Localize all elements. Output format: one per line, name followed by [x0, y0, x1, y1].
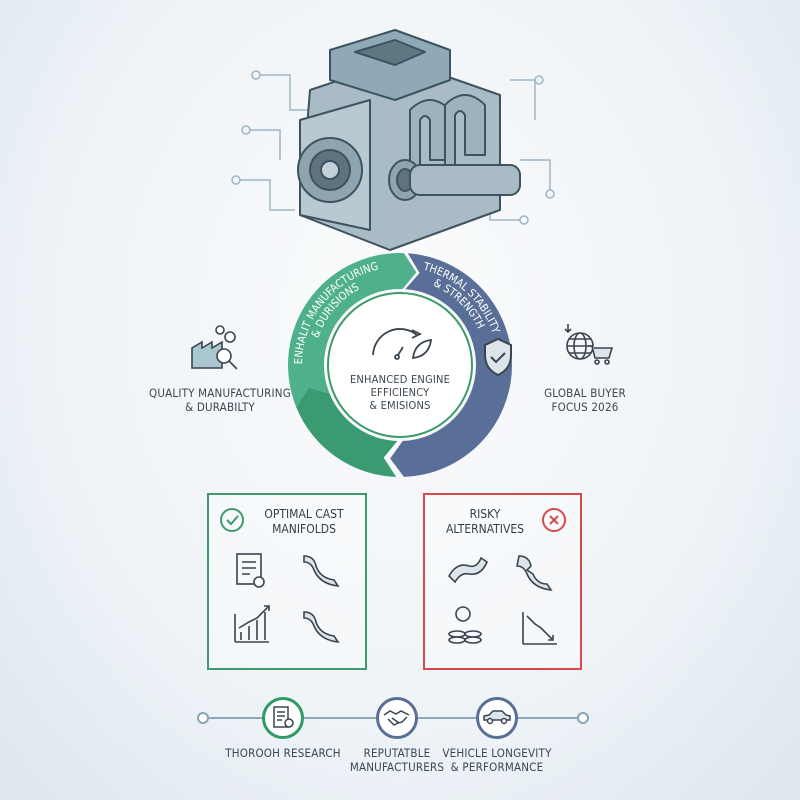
timeline-label-manufacturers: REPUTATBLE MANUFACTURERS [337, 746, 457, 774]
global-buyer-label: GLOBAL BUYER FOCUS 2026 [520, 386, 650, 414]
timeline-end-dot [577, 712, 589, 724]
handshake-icon [383, 710, 410, 726]
left-label-line-2: & DURABILTY [185, 400, 255, 414]
risky-title-line-2: ALTERNATIVES [445, 522, 524, 536]
coins-icon [448, 606, 482, 644]
risky-title-line-1: RISKY [469, 507, 501, 521]
ring-center-label: ENHANCED ENGINE EFFICIENCY & EMISIONS [330, 373, 470, 412]
check-circle-icon [220, 508, 244, 532]
cycle-ring: ENHALIT MANUFACTURING & DURISIONS THERMA… [288, 253, 513, 477]
x-circle-icon [542, 508, 566, 532]
engine-manifold-illustration [231, 29, 555, 251]
manifold-pipe-icon [303, 555, 340, 587]
optimal-cast-manifolds-panel: OPTIMAL CAST MANIFOLDS [207, 493, 367, 670]
timeline-start-dot [197, 712, 209, 724]
growth-chart-icon [234, 605, 270, 643]
cracked-manifold-icon [516, 555, 553, 591]
optimal-title: OPTIMAL CAST MANIFOLDS [249, 507, 359, 537]
timeline-node-manufacturers [376, 697, 418, 739]
optimal-title-line-1: OPTIMAL CAST [264, 507, 344, 521]
timeline-label-research: THOROOH RESEARCH [218, 746, 348, 760]
factory-magnifier-icon [191, 325, 238, 370]
document-lightbulb-icon [273, 706, 294, 728]
globe-cart-icon [564, 324, 614, 365]
manufacturers-label-1: REPUTATBLE [363, 746, 431, 760]
timeline-node-vehicle [476, 697, 518, 739]
center-circle [327, 292, 473, 438]
shield-check-icon [484, 337, 512, 377]
left-label-line-1: QUALITY MANUFACTURING [149, 386, 291, 400]
manifold-pipe-icon-2 [303, 611, 340, 643]
timeline-node-research [262, 697, 304, 739]
manufacturers-label-2: MANUFACTURERS [349, 760, 445, 774]
right-label-line-1: GLOBAL BUYER [544, 386, 626, 400]
circuit-lines-icon [231, 70, 555, 225]
arc-thermal-stability [390, 253, 513, 477]
arc-quality-manufacturing [288, 253, 417, 407]
risky-alternatives-panel: RISKY ALTERNATIVES [423, 493, 582, 670]
risky-icons [448, 555, 557, 645]
center-label-line-1: ENHANCED ENGINE [349, 373, 451, 386]
risky-title: RISKY ALTERNATIVES [435, 507, 535, 537]
center-label-line-2: EFFICIENCY [370, 386, 430, 399]
center-label-line-3: & EMISIONS [369, 399, 431, 412]
certificate-icon [236, 553, 265, 588]
quality-manufacturing-label: QUALITY MANUFACTURING & DURABILTY [140, 386, 300, 414]
right-label-line-2: FOCUS 2026 [551, 400, 619, 414]
optimal-title-line-2: MANIFOLDS [272, 522, 336, 536]
declining-chart-icon [522, 612, 557, 645]
car-icon [483, 710, 511, 725]
worn-pipe-icon [448, 556, 488, 584]
arc-lower-green [296, 387, 398, 477]
research-label: THOROOH RESEARCH [225, 746, 341, 760]
gauge-leaf-icon [372, 328, 433, 360]
vehicle-label-1: VEHICLE LONGEVITY [442, 746, 552, 760]
vehicle-label-2: & PERFORMANCE [450, 760, 544, 774]
timeline-label-vehicle: VEHICLE LONGEVITY & PERFORMANCE [437, 746, 557, 774]
optimal-icons [234, 553, 340, 643]
